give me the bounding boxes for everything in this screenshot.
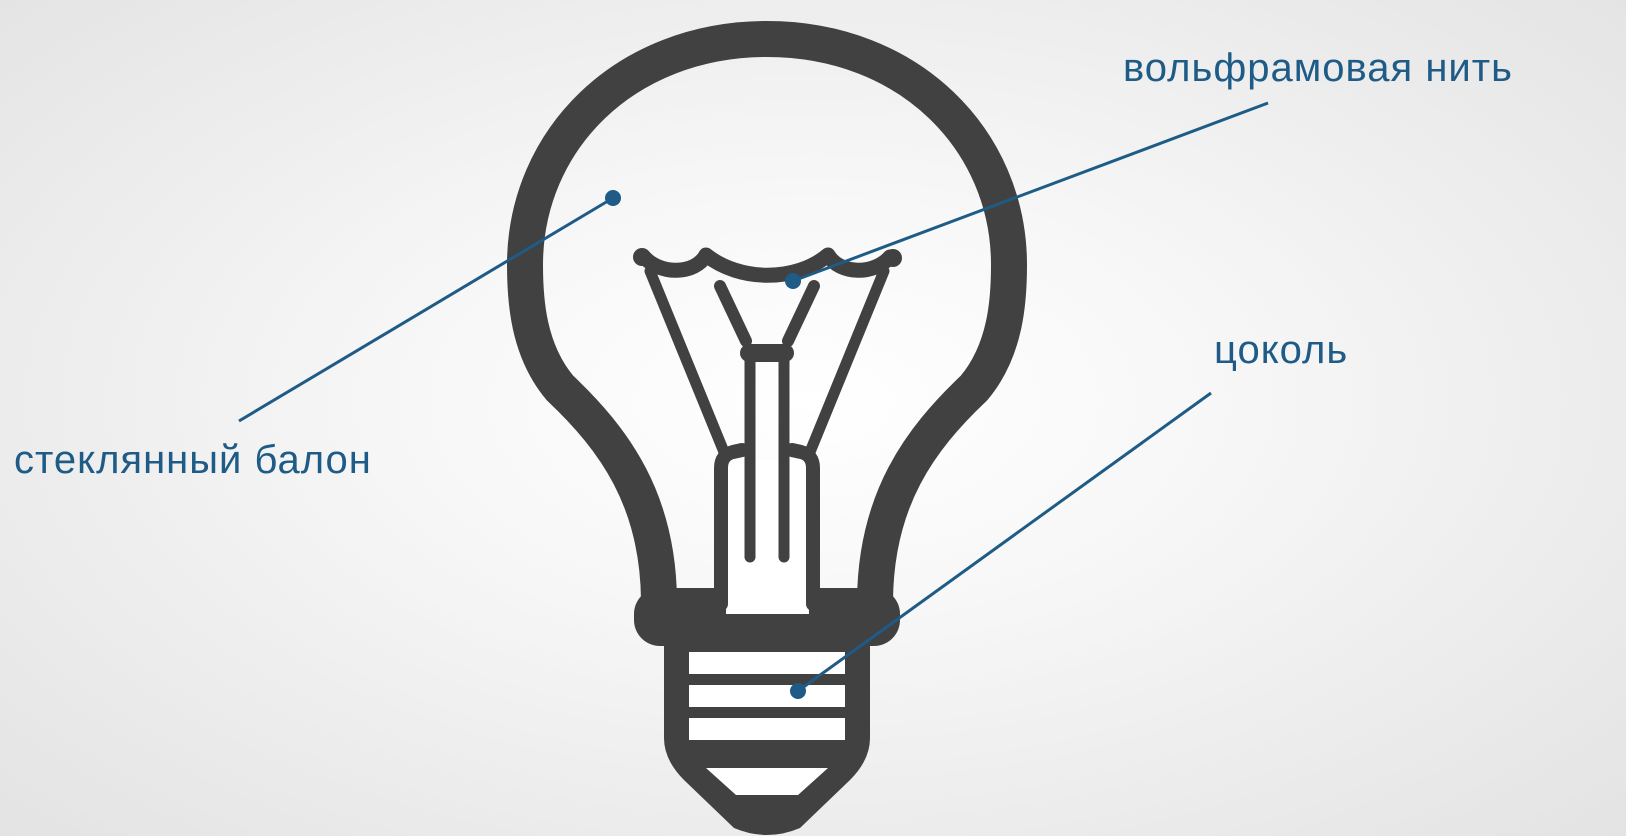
screw-thread-3 (689, 718, 845, 740)
callout-dot-base (790, 683, 806, 699)
stem-interior (726, 460, 809, 614)
label-glass-bulb: стеклянный балон (14, 438, 372, 482)
label-tungsten-filament: вольфрамовая нить (1123, 46, 1513, 90)
filament-end-right (884, 249, 902, 267)
label-base: цоколь (1214, 328, 1349, 372)
callout-line-base (797, 391, 1212, 693)
filament-end-left (633, 248, 651, 266)
callout-dot-filament (785, 273, 801, 289)
screw-base-tip (706, 768, 828, 795)
screw-base (664, 640, 870, 835)
callouts (238, 101, 1269, 699)
tungsten-filament (636, 247, 898, 283)
callout-line-glass (238, 196, 614, 423)
filament-joint-right (821, 248, 835, 262)
callout-line-filament (792, 101, 1269, 283)
glass-bulb-outline (507, 21, 1027, 618)
bulb-neck-collar (634, 588, 900, 646)
screw-thread-2 (689, 685, 845, 707)
callout-dot-glass (605, 190, 621, 206)
filament-support-stem (644, 265, 890, 611)
filament-joint-left (699, 248, 713, 262)
light-bulb-icon (507, 21, 1027, 835)
screw-thread-1 (689, 652, 845, 674)
